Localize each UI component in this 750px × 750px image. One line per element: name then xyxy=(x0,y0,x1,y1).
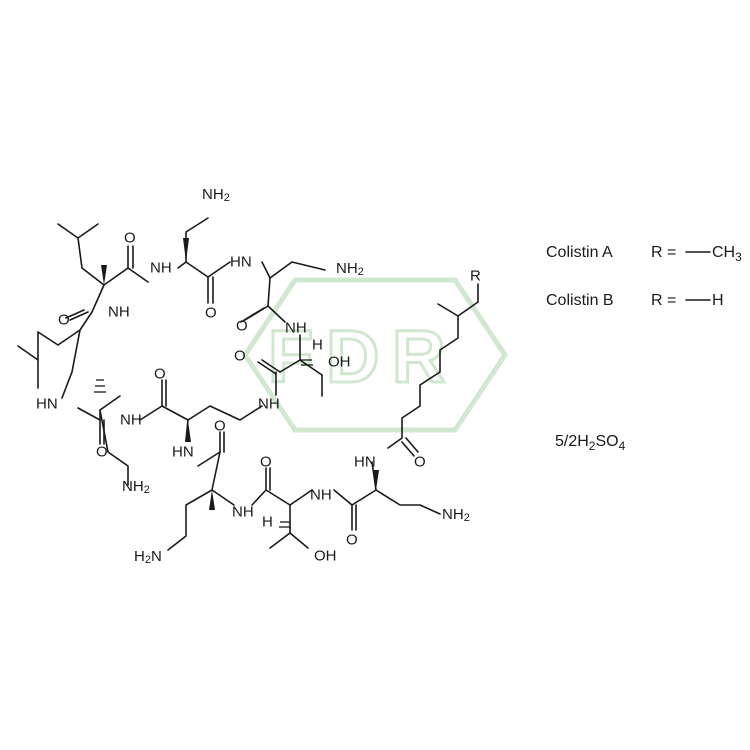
atom-o-6: O xyxy=(234,348,246,365)
atom-o-1: O xyxy=(124,230,136,247)
atom-r: R xyxy=(470,268,481,285)
atom-hn-2: HN xyxy=(36,396,58,413)
atom-oh-2: OH xyxy=(314,548,337,565)
svg-text:D: D xyxy=(326,315,379,398)
atom-o-2: O xyxy=(205,305,217,322)
atom-o-11: O xyxy=(346,532,358,549)
colistin-b-substituent: H xyxy=(712,292,724,309)
colistin-a-substituent: CH3 xyxy=(712,244,742,264)
atom-nh2-bottom-left: H2N xyxy=(134,548,162,567)
atom-nh2-right: NH2 xyxy=(336,260,364,279)
colistin-a-name: Colistin A xyxy=(546,244,613,261)
svg-text:R: R xyxy=(392,315,445,398)
atom-hn-3: HN xyxy=(172,444,194,461)
atom-h-1: H xyxy=(312,337,323,354)
atom-labels: NH2 O NH HN O NH2 NH O O NH H OH O O HN … xyxy=(36,186,481,567)
atom-oh-1: OH xyxy=(328,354,351,371)
atom-nh2-bottom-right: NH2 xyxy=(442,506,470,525)
atom-nh-7: NH xyxy=(310,487,332,504)
atom-nh2-left: NH2 xyxy=(122,478,150,497)
atom-h-2: H xyxy=(262,514,273,531)
stereo-bonds xyxy=(94,238,379,528)
atom-o-5: O xyxy=(154,366,166,383)
atom-nh2-top: NH2 xyxy=(202,186,230,205)
atom-o-8: O xyxy=(214,418,226,435)
atom-nh-3: NH xyxy=(285,320,307,337)
atom-nh-5: NH xyxy=(258,396,280,413)
legend: Colistin A R = CH3 Colistin B R = H 5/2H… xyxy=(546,244,742,453)
colistin-b-r-label: R = xyxy=(651,292,676,309)
atom-nh-2: NH xyxy=(108,304,130,321)
fdr-watermark: F D R xyxy=(241,277,509,433)
atom-nh-1: NH xyxy=(150,260,172,277)
colistin-b-name: Colistin B xyxy=(546,292,614,309)
atom-nh-4: NH xyxy=(120,412,142,429)
atom-o-9: O xyxy=(414,454,426,471)
atom-o-3: O xyxy=(58,312,70,329)
atom-o-7: O xyxy=(96,444,108,461)
salt-formula: 5/2H2SO4 xyxy=(555,433,626,453)
colistin-a-r-label: R = xyxy=(651,244,676,261)
atom-hn-1: HN xyxy=(230,254,252,271)
svg-text:F: F xyxy=(268,315,313,398)
atom-hn-4: HN xyxy=(354,454,376,471)
atom-o-10: O xyxy=(260,454,272,471)
atom-o-4: O xyxy=(236,318,248,335)
atom-nh-6: NH xyxy=(232,504,254,521)
